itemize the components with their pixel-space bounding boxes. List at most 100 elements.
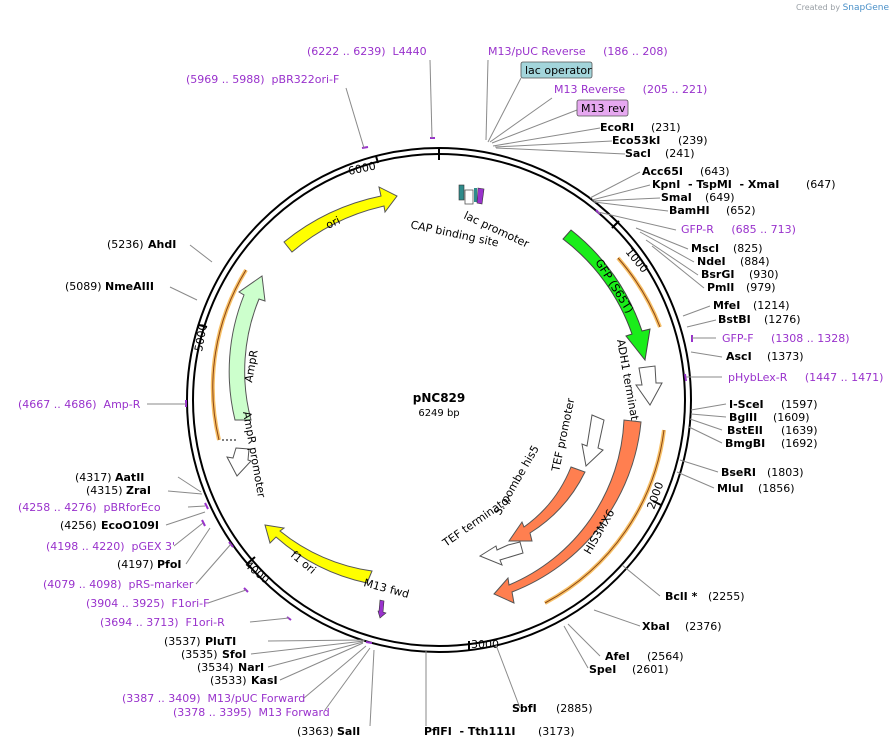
label-ecori-pos: (231) xyxy=(651,121,681,134)
ampr-label: AmpR xyxy=(242,349,261,384)
label-nmeaiii: NmeAIII xyxy=(105,280,154,293)
leader-afei xyxy=(567,623,601,657)
m13fwd-arrow xyxy=(377,599,387,619)
mark-pbr322 xyxy=(361,146,369,149)
label-bamhi-pos: (652) xyxy=(726,204,756,217)
adh1-arrow xyxy=(635,365,663,406)
leader-m13puc-rev xyxy=(485,59,489,141)
leader-spei xyxy=(563,625,589,669)
leader-m13rev-box xyxy=(491,109,578,144)
leader-msci xyxy=(635,227,689,250)
label-pfoi: PfoI xyxy=(157,558,182,571)
label-ecori: EcoRI xyxy=(600,121,634,134)
gfp-arrow xyxy=(562,229,651,362)
leader-sbfi xyxy=(495,644,521,709)
label-eco53ki-pos: (239) xyxy=(678,134,708,147)
label-nari: NarI xyxy=(238,661,264,674)
leader-bstbi xyxy=(686,319,717,328)
label-spei-pos: (2601) xyxy=(632,663,669,676)
leader-ndei xyxy=(639,231,695,263)
label-ahdi-pos: (5236) xyxy=(107,238,144,251)
tick-label-4000: 4000 xyxy=(242,558,272,586)
tick-4000 xyxy=(247,556,256,564)
label-bsrgi-pos: (930) xyxy=(749,268,779,281)
ampr-orf-line xyxy=(212,269,247,441)
m13-rev-box xyxy=(576,99,629,117)
leader-bamhi xyxy=(593,201,669,212)
label-mlui: MluI xyxy=(717,482,744,495)
m13-rev-primer xyxy=(476,187,485,205)
label-l4440: (6222 .. 6239) L4440 xyxy=(307,45,427,58)
label-zrai: ZraI xyxy=(126,484,151,497)
label-eco53ki: Eco53kI xyxy=(612,134,660,147)
leader-ecori xyxy=(492,127,601,147)
tef-promoter-label: TEF promoter xyxy=(549,397,578,474)
leader-f1orif xyxy=(207,589,247,604)
mark-pbrforeco xyxy=(204,502,209,510)
label-sbfi: SbfI xyxy=(512,702,537,715)
label-pflfi-pos: (3173) xyxy=(538,725,575,738)
leader-bcli xyxy=(621,564,661,597)
label-bmgbi: BmgBI xyxy=(725,437,765,450)
his3-orf-line xyxy=(544,429,665,604)
leader-eco0109 xyxy=(165,511,206,526)
label-pflfi: PflFI - Tth111I xyxy=(424,725,516,738)
leader-m13-forward xyxy=(324,647,371,711)
label-mfei: MfeI xyxy=(713,299,740,312)
leader-asci xyxy=(690,351,723,358)
tick-6000 xyxy=(375,155,379,164)
label-bsteii: BstEII xyxy=(727,424,763,437)
label-bseri-pos: (1803) xyxy=(767,466,804,479)
ampr-promoter-arrow xyxy=(226,447,252,477)
leader-kasi xyxy=(279,642,364,681)
label-bsrgi: BsrGI xyxy=(701,268,734,281)
leader-pmli xyxy=(651,245,705,289)
gfp-label: GFP (S65T) xyxy=(592,257,635,316)
label-asci-pos: (1373) xyxy=(767,350,804,363)
label-gfpf: GFP-F (1308 .. 1328) xyxy=(722,332,850,345)
tef-promoter-arrow xyxy=(581,414,605,467)
label-kpni: KpnI - TspMI - XmaI xyxy=(652,178,779,191)
label-kpni-pos: (647) xyxy=(806,178,836,191)
leader-nmeaiii xyxy=(169,286,198,301)
mark-m13f xyxy=(365,641,373,644)
gfp-orf-line xyxy=(617,257,661,328)
tef-terminator-label: TEF terminator xyxy=(439,492,515,551)
leader-saci xyxy=(495,147,626,155)
spombe-arrow xyxy=(508,466,586,542)
ori-label: ori xyxy=(324,214,342,232)
label-saci-pos: (241) xyxy=(665,147,695,160)
label-pmli: PmlI xyxy=(707,281,734,294)
label-bseri: BseRI xyxy=(721,466,756,479)
his3-arrow xyxy=(493,419,642,604)
label-m13puc-rev: M13/pUC Reverse (186 .. 208) xyxy=(488,45,668,58)
label-m13-reverse: M13 Reverse (205 .. 221) xyxy=(554,83,707,96)
label-f1orif: (3904 .. 3925) F1ori-F xyxy=(86,597,209,610)
label-bglii: BglII xyxy=(729,411,757,424)
label-pgex: (4198 .. 4220) pGEX 3' xyxy=(46,540,175,553)
leader-m13rev-p xyxy=(489,97,553,143)
label-f1orir: (3694 .. 3713) F1ori-R xyxy=(100,616,225,629)
tick-label-6000: 6000 xyxy=(347,159,377,178)
snapgene-credit: Created by SnapGene xyxy=(796,3,889,13)
leader-eco53 xyxy=(494,140,613,148)
label-kasi: KasI xyxy=(251,674,278,687)
label-bamhi: BamHI xyxy=(669,204,710,217)
label-msci-pos: (825) xyxy=(733,242,763,255)
label-afei: AfeI xyxy=(605,650,630,663)
label-iscei: I-SceI xyxy=(729,398,764,411)
leader-plut xyxy=(267,639,366,642)
label-acc65i: Acc65I xyxy=(642,165,683,178)
tick-label-5000: 5000 xyxy=(192,323,210,353)
mark-pgex xyxy=(201,519,206,527)
leader-smai xyxy=(592,197,661,202)
label-phyblex: pHybLex-R (1447 .. 1471) xyxy=(728,371,883,384)
label-ndei-pos: (884) xyxy=(740,255,770,268)
label-ndei: NdeI xyxy=(697,255,726,268)
label-msci: MscI xyxy=(691,242,719,255)
label-asci: AscI xyxy=(726,350,752,363)
label-bglii-pos: (1609) xyxy=(773,411,810,424)
m13-rev-box-text: M13 rev xyxy=(581,102,626,115)
leader-ahdi xyxy=(189,244,213,263)
